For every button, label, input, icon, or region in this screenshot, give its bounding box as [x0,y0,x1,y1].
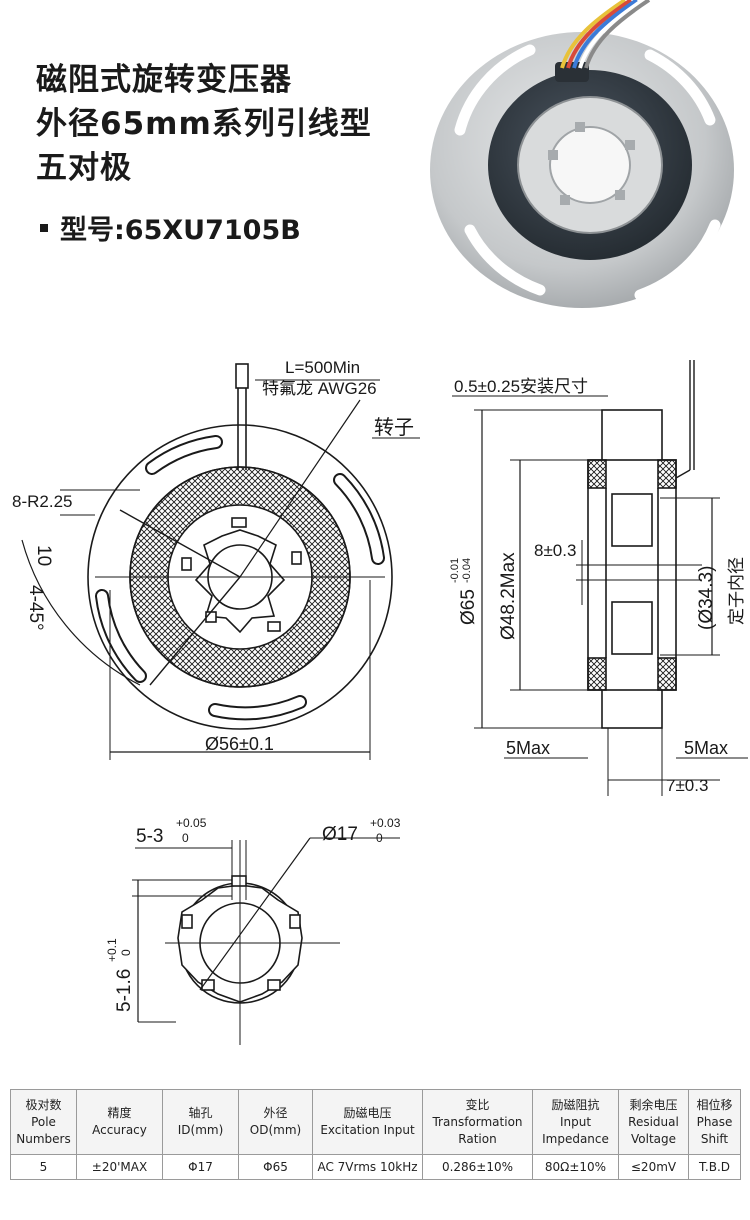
od-tol-lower: -0.04 [461,558,473,583]
od-label: Ø65 [458,589,479,625]
depth-tol-upper: +0.1 [105,938,119,962]
key-width-label: 5-3 [136,826,163,847]
value-residual: ≤20mV [618,1154,689,1180]
slot-width-label: 10 [33,545,54,566]
header-residual: 剩余电压 Residual Voltage [618,1089,689,1155]
front-view [21,363,420,760]
rotor-bore [549,126,631,204]
bore-label: Ø17 [322,824,358,845]
width-label: 7±0.3 [666,776,708,795]
bore-dimension: Ø17 +0.03 0 [322,816,401,845]
model-line: 型号:65XU7105B [40,208,301,247]
mounting-slot [644,49,716,126]
spec-header-row: 极对数 Pole Numbers 精度 Accuracy 轴孔 ID(mm) 外… [10,1089,741,1155]
mounting-slot [454,44,536,136]
max-diameter-label: Ø48.2Max [498,552,519,640]
key-tol-lower: 0 [182,831,189,845]
value-id: Φ17 [162,1154,239,1180]
right-max-label: 5Max [684,738,728,758]
rotor-label: 转子 [374,416,414,439]
header-od: 外径 OD(mm) [238,1089,313,1155]
value-pole-numbers: 5 [10,1154,77,1180]
header-transformation: 变比 Transformation Ration [422,1089,533,1155]
value-excitation: AC 7Vrms 10kHz [312,1154,423,1180]
lead-exit [555,62,589,82]
value-transformation: 0.286±10% [422,1154,533,1180]
key-depth-dimension: 5-1.6 +0.1 0 [105,938,135,1012]
side-view [452,360,748,796]
bore-tol-upper: +0.03 [370,816,401,830]
bore-tol-lower: 0 [376,831,383,845]
title-line-2: 外径65mm系列引线型 [36,106,372,142]
mounting-slot [464,224,546,296]
key-depth-label: 5-1.6 [114,969,135,1012]
stator-id-label: (Ø34.3) [696,566,717,630]
od-tol-upper: -0.01 [449,558,461,583]
header-accuracy: 精度 Accuracy [76,1089,163,1155]
header-phase-shift: 相位移 Phase Shift [688,1089,741,1155]
value-phase-shift: T.B.D [688,1154,741,1180]
value-accuracy: ±20'MAX [76,1154,163,1180]
header-impedance: 励磁阻抗 Input Impedance [532,1089,619,1155]
key-width-dimension: 5-3 +0.05 0 [136,816,207,847]
model-number: 型号:65XU7105B [60,215,301,246]
slot-angle-label: 4-45° [25,585,46,631]
bullet-icon [40,223,48,232]
left-max-label: 5Max [506,738,550,758]
header-pole-numbers: 极对数 Pole Numbers [10,1089,77,1155]
depth-tol-lower: 0 [119,949,133,956]
product-photo [430,0,734,308]
mount-dim-label: 0.5±0.25安装尺寸 [454,377,588,396]
title-line-1: 磁阻式旋转变压器 [36,62,292,98]
stator-id-text: 定子内径 [727,557,746,625]
value-impedance: 80Ω±10% [532,1154,619,1180]
title-line-3: 五对极 [36,150,132,186]
slot-radius-label: 8-R2.25 [12,492,72,511]
mounting-slot [634,219,721,301]
rotor-detail-view [132,837,400,1045]
wire-spec-label: 特氟龙 AWG26 [262,379,377,398]
header-id: 轴孔 ID(mm) [162,1089,239,1155]
thickness-label: 8±0.3 [534,541,576,560]
header-excitation: 励磁电压 Excitation Input [312,1089,423,1155]
pcd-label: Ø56±0.1 [205,734,274,754]
key-tol-upper: +0.05 [176,816,207,830]
technical-drawing: L=500Min 特氟龙 AWG26 转子 8-R2.25 10 4-45° Ø… [12,358,748,1045]
title-block: 磁阻式旋转变压器 外径65mm系列引线型 五对极 [36,58,372,190]
lead-length-label: L=500Min [285,358,360,377]
spec-table: 极对数 Pole Numbers 精度 Accuracy 轴孔 ID(mm) 外… [10,1089,741,1180]
value-od: Φ65 [238,1154,313,1180]
od-dimension: Ø65 -0.01 -0.04 [449,558,479,625]
spec-value-row: 5 ±20'MAX Φ17 Φ65 AC 7Vrms 10kHz 0.286±1… [10,1154,741,1180]
